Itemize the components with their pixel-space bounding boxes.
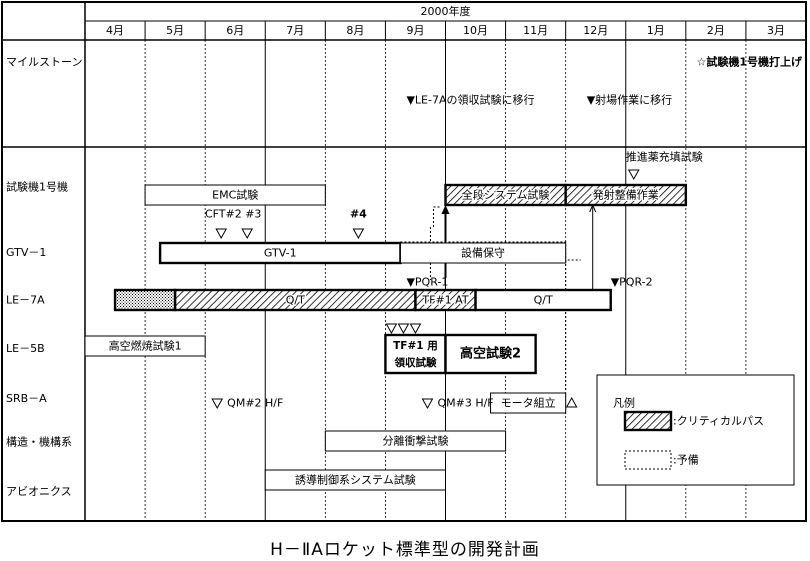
milestone-triangle xyxy=(627,169,640,181)
month-label: 2月 xyxy=(707,24,725,37)
schedule-bar xyxy=(444,333,537,375)
bar-label: Q/T xyxy=(534,294,553,307)
row-label: LE－5B xyxy=(6,342,45,355)
milestone-label: 推進薬充填試験 xyxy=(626,150,703,164)
milestone-triangle xyxy=(421,398,434,410)
bar-label: 高空燃焼試験1 xyxy=(109,339,182,353)
row-label: SRB－A xyxy=(6,392,47,405)
legend-reserve-swatch xyxy=(624,450,672,470)
milestone-triangle xyxy=(397,323,410,335)
bar-label: モータ組立 xyxy=(501,396,556,410)
schedule-bars: EMC試験 全段システム試験 発射整備作業 GTV-1 設備保守 Q/T TF#1 AT Q/… xyxy=(84,183,688,491)
milestone-label: #4 xyxy=(350,208,367,221)
milestone-triangle xyxy=(409,323,422,335)
legend-critical-swatch xyxy=(623,410,673,432)
bar-label: 設備保守 xyxy=(461,246,505,260)
outer-border xyxy=(1,1,807,522)
month-label: 5月 xyxy=(166,24,184,37)
legend-title: 凡例 xyxy=(613,396,635,410)
row-label: アビオニクス xyxy=(6,485,72,498)
month-label: 1月 xyxy=(647,24,665,37)
schedule-bar xyxy=(144,184,326,206)
row-label: LE－7A xyxy=(6,294,45,307)
legend-reserve-label: :予備 xyxy=(673,454,699,467)
connector-dotted xyxy=(565,259,581,390)
figure-caption: H－ⅡAロケット標準型の開発計画 xyxy=(270,540,540,560)
bar-label: GTV-1 xyxy=(264,247,297,260)
milestone-label: QM#3 H/F xyxy=(437,397,493,410)
milestone-label: ▼LE-7Aの領収試験に移行 xyxy=(406,93,534,107)
bar-label: 全段システム試験 xyxy=(462,188,550,202)
milestone-label: ▼射場作業に移行 xyxy=(587,93,672,107)
milestone-label: ▼PQR-2 xyxy=(611,276,653,289)
row-label: GTV－1 xyxy=(6,246,46,259)
milestone-triangle xyxy=(385,323,398,335)
bar-label: 誘導制御系システム試験 xyxy=(295,473,416,487)
bar-label: Q/T xyxy=(286,294,305,307)
schedule-bar xyxy=(84,335,206,357)
month-label: 4月 xyxy=(106,24,124,37)
connector-dotted xyxy=(432,206,442,227)
schedule-bar xyxy=(113,288,177,312)
row-label: 試験機1号機 xyxy=(6,180,68,194)
schedule-bar xyxy=(474,288,612,312)
milestone-label: QM#2 H/F xyxy=(227,397,283,410)
row-label: マイルストーン xyxy=(6,56,82,69)
month-label: 11月 xyxy=(523,24,548,37)
bar-label: EMC試験 xyxy=(212,188,258,202)
month-label: 10月 xyxy=(463,24,488,37)
schedule-bar xyxy=(399,242,567,264)
milestone-triangle xyxy=(565,396,578,408)
chart-frame xyxy=(1,1,807,522)
bar-label: TF#1 AT xyxy=(421,294,468,307)
bar-label: 領収試験 xyxy=(393,356,436,369)
schedule-bar xyxy=(264,469,446,491)
arrow-head xyxy=(441,205,450,214)
month-label: 9月 xyxy=(406,24,424,37)
bar-label: 分離衝撃試験 xyxy=(382,434,448,448)
schedule-bar xyxy=(324,430,507,452)
milestone-triangle xyxy=(215,228,228,240)
month-label: 7月 xyxy=(286,24,304,37)
bar-label: TF#1 用 xyxy=(393,340,438,352)
schedule-bar xyxy=(384,333,447,375)
month-label: 8月 xyxy=(346,24,364,37)
milestone-triangle xyxy=(241,228,254,240)
milestone-triangle xyxy=(352,228,365,240)
legend-box: 凡例 :クリティカルパス :予備 xyxy=(596,374,795,486)
row-label: 構造・機構系 xyxy=(6,435,72,449)
bar-label: 発射整備作業 xyxy=(593,188,659,202)
milestone-triangle xyxy=(211,398,224,410)
milestone-label: CFT#2 #3 xyxy=(205,208,261,221)
legend-critical-label: :クリティカルパス xyxy=(673,415,764,428)
month-header: 2000年度 4月 5月 6月 7月 8月 9月 10月 11月 12月 1月 2月 3月 xyxy=(106,4,785,37)
milestone-label: ☆試験機1号機打上げ xyxy=(696,55,803,69)
month-label: 6月 xyxy=(226,24,244,37)
schedule-bar xyxy=(564,183,688,207)
schedule-bar xyxy=(490,392,567,414)
bar-label: 高空試験2 xyxy=(460,346,521,362)
month-label: 12月 xyxy=(583,24,608,37)
milestone-label: ▼PQR-1 xyxy=(406,276,448,289)
year-label: 2000年度 xyxy=(421,4,471,18)
month-label: 3月 xyxy=(767,24,785,37)
